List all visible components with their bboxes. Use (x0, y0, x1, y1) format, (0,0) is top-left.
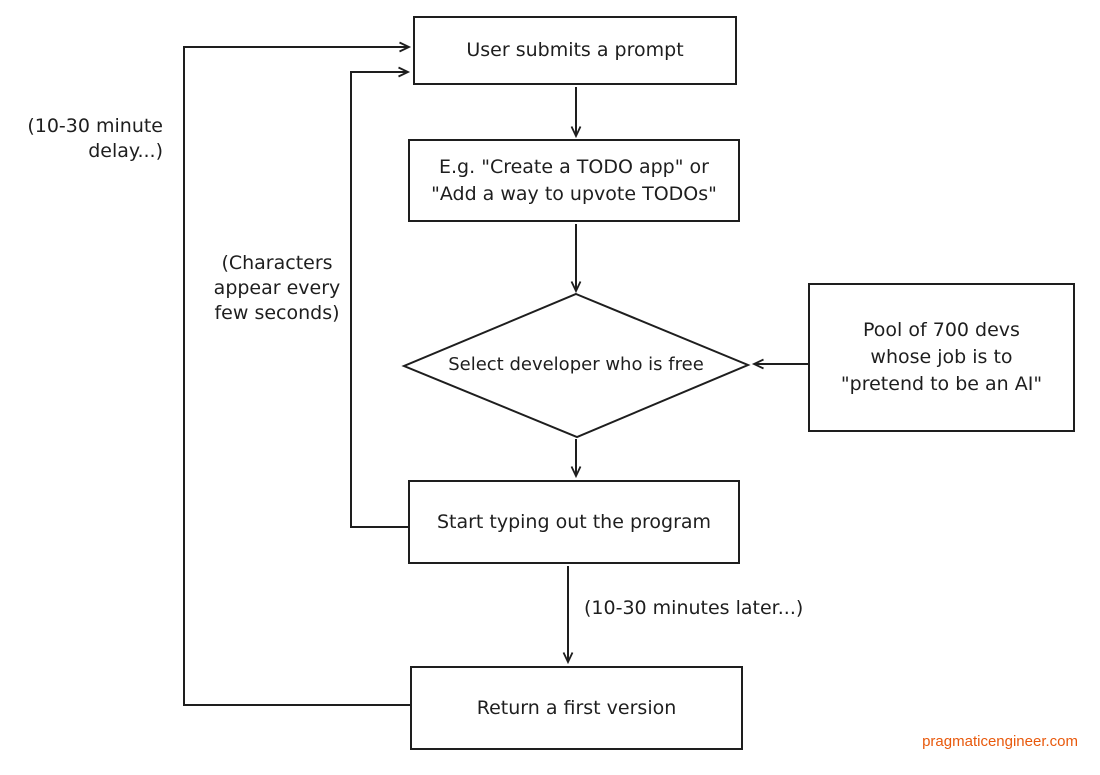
decision-diamond-shape (401, 292, 751, 439)
node-dev-pool: Pool of 700 devs whose job is to "preten… (808, 283, 1075, 432)
node-user-submits-prompt: User submits a prompt (413, 16, 737, 85)
node-return-version-label: Return a first version (476, 696, 677, 719)
annotation-minutes-later: (10-30 minutes later...) (584, 597, 804, 619)
node-start-typing: Start typing out the program (408, 480, 740, 564)
connector-return-loop-to-user (183, 41, 412, 706)
node-example-prompt: E.g. "Create a TODO app" or "Add a way t… (408, 139, 740, 222)
node-select-developer: Select developer who is free (414, 300, 738, 430)
node-example-prompt-label: E.g. "Create a TODO app" or "Add a way t… (431, 155, 717, 205)
node-return-version: Return a first version (410, 666, 743, 750)
annotation-characters: (Characters appear every few seconds) (213, 252, 341, 325)
node-select-developer-label: Select developer who is free (448, 354, 704, 376)
watermark-link: pragmaticengineer.com (922, 733, 1078, 750)
node-dev-pool-label: Pool of 700 devs whose job is to "preten… (840, 319, 1043, 395)
connector-typing-loop-to-user (350, 66, 411, 528)
node-start-typing-label: Start typing out the program (436, 510, 712, 533)
node-user-submits-prompt-label: User submits a prompt (466, 39, 684, 62)
annotation-delay: (10-30 minute delay...) (27, 115, 163, 163)
